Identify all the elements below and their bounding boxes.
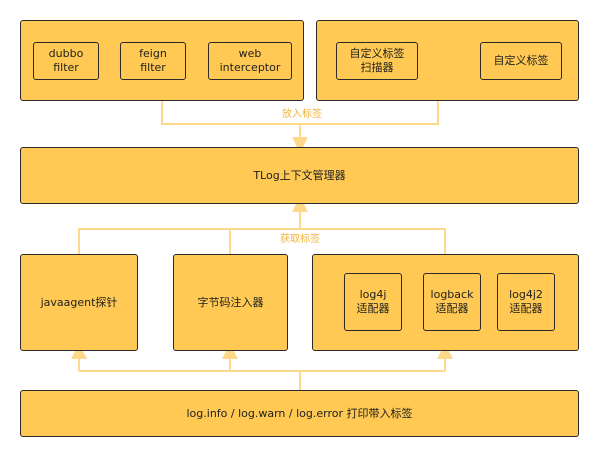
javaagent-label: javaagent探针 — [40, 295, 118, 309]
custom-tag-box: 自定义标签 — [480, 42, 562, 80]
get-tag-label: 获取标签 — [277, 234, 323, 246]
log4j2-adapter-box: log4j2 适配器 — [497, 273, 555, 331]
logging-entry-box — [20, 390, 579, 437]
context-manager-label: TLog上下文管理器 — [253, 168, 346, 182]
javaagent-box — [20, 254, 138, 351]
logback-adapter-box: logback 适配器 — [423, 273, 481, 331]
log4j-adapter-box: log4j 适配器 — [344, 273, 402, 331]
get-tag-merge-line — [78, 228, 446, 254]
feign-filter-box: feign filter — [120, 42, 186, 80]
logging-entry-label: log.info / log.warn / log.error 打印带入标签 — [186, 406, 413, 420]
dubbo-filter-box: dubbo filter — [33, 42, 99, 80]
custom-tag-scanner-box: 自定义标签 扫描器 — [336, 42, 418, 80]
context-manager-box — [20, 147, 579, 204]
bytecode-injector-box — [173, 254, 288, 351]
put-tag-label: 放入标签 — [279, 109, 325, 121]
web-interceptor-box: web interceptor — [208, 42, 292, 80]
bytecode-injector-label: 字节码注入器 — [197, 295, 264, 309]
